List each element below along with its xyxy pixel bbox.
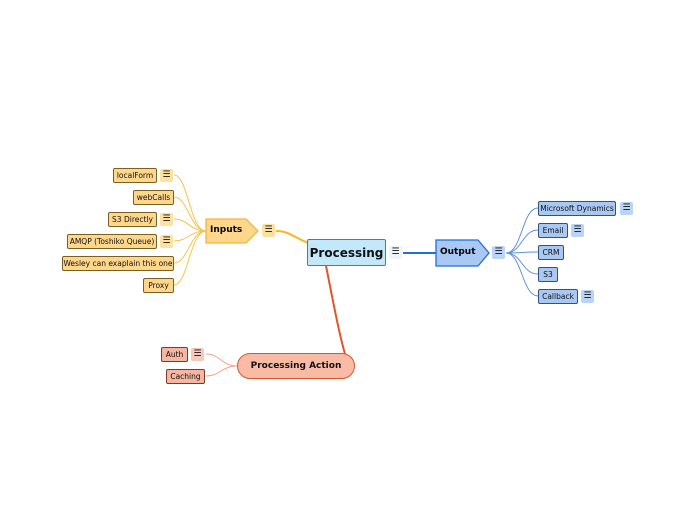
action-item-caching[interactable]: Caching (166, 369, 205, 384)
link-root-inputs (275, 230, 309, 244)
output-branch-lines (505, 207, 539, 297)
notes-icon[interactable]: ☰ (581, 290, 594, 303)
processing-action-node[interactable]: Processing Action (237, 353, 355, 379)
root-label: Processing (309, 245, 384, 260)
input-item-proxy[interactable]: Proxy (143, 278, 174, 293)
inputs-node-label[interactable]: Inputs (210, 225, 243, 235)
input-item-amqp[interactable]: AMQP (Toshiko Queue) (67, 234, 157, 249)
leaf-label: Microsoft Dynamics (540, 204, 614, 213)
action-item-auth[interactable]: Auth (161, 347, 188, 362)
notes-icon[interactable]: ☰ (160, 213, 173, 226)
leaf-label: CRM (542, 248, 560, 257)
notes-icon[interactable]: ☰ (191, 348, 204, 361)
output-item-email[interactable]: Email (538, 223, 568, 238)
leaf-label: webCalls (136, 193, 171, 202)
root-node-processing[interactable]: Processing (307, 239, 386, 266)
output-item-crm[interactable]: CRM (538, 245, 564, 260)
inputs-node-shape (205, 218, 259, 244)
leaf-label: S3 (543, 270, 553, 279)
notes-icon[interactable]: ☰ (492, 246, 505, 259)
leaf-label: Caching (170, 372, 201, 381)
link-root-action (325, 265, 346, 355)
notes-icon[interactable]: ☰ (262, 224, 275, 237)
input-item-webcalls[interactable]: webCalls (133, 190, 174, 205)
action-branch-lines (205, 353, 238, 377)
leaf-label: localForm (116, 171, 154, 180)
notes-icon[interactable]: ☰ (620, 202, 633, 215)
output-item-microsoft-dynamics[interactable]: Microsoft Dynamics (538, 201, 616, 216)
leaf-label: Proxy (148, 281, 169, 290)
leaf-label: Wesley can exaplain this one (63, 259, 173, 268)
notes-icon[interactable]: ☰ (160, 169, 173, 182)
input-item-localform[interactable]: localForm (113, 168, 157, 183)
notes-icon[interactable]: ☰ (389, 246, 402, 259)
output-item-callback[interactable]: Callback (538, 289, 578, 304)
input-item-s3-directly[interactable]: S3 Directly (108, 212, 157, 227)
inputs-branch-lines (173, 174, 207, 286)
output-node-label[interactable]: Output (440, 247, 476, 257)
notes-icon[interactable]: ☰ (160, 235, 173, 248)
leaf-label: S3 Directly (112, 215, 153, 224)
output-item-s3[interactable]: S3 (538, 267, 558, 282)
input-item-wesley[interactable]: Wesley can exaplain this one (62, 256, 174, 271)
leaf-label: AMQP (Toshiko Queue) (69, 237, 155, 246)
notes-icon[interactable]: ☰ (571, 224, 584, 237)
processing-action-label: Processing Action (250, 361, 342, 371)
output-node-shape (435, 239, 490, 267)
leaf-label: Callback (542, 292, 574, 301)
leaf-label: Auth (165, 350, 184, 359)
leaf-label: Email (542, 226, 564, 235)
